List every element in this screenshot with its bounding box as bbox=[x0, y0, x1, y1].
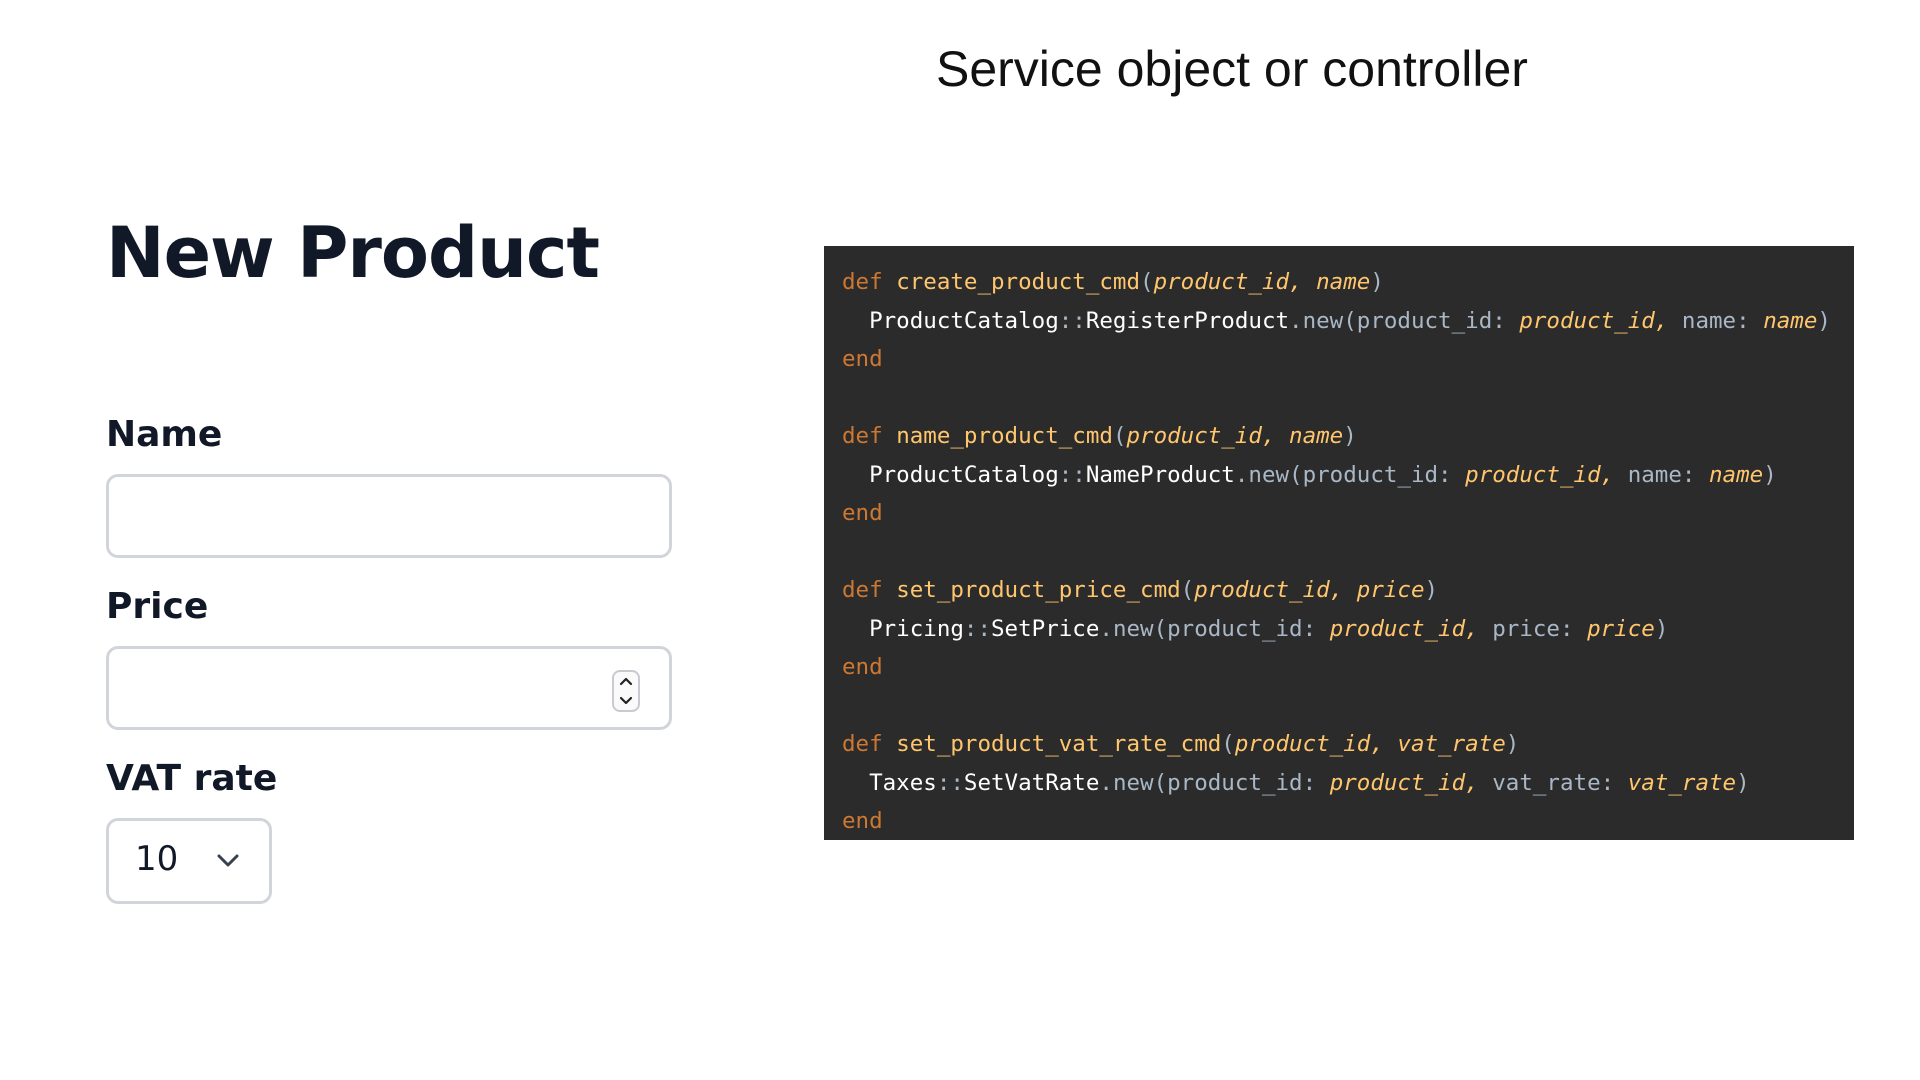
code-line: ProductCatalog::NameProduct.new(product_… bbox=[869, 461, 1777, 488]
code-line-blank bbox=[842, 379, 1854, 418]
code-line: end bbox=[842, 654, 883, 680]
code-line: Pricing::SetPrice.new(product_id: produc… bbox=[869, 615, 1669, 642]
code-line-blank bbox=[842, 533, 1854, 572]
price-label: Price bbox=[106, 586, 209, 627]
name-label: Name bbox=[106, 414, 223, 455]
price-input[interactable] bbox=[106, 646, 672, 730]
form-heading: New Product bbox=[106, 212, 600, 294]
code-line: def set_product_price_cmd(product_id, pr… bbox=[842, 577, 1439, 603]
spinner-down-button[interactable] bbox=[614, 691, 638, 710]
code-line-blank bbox=[842, 687, 1854, 726]
chevron-down-icon bbox=[619, 696, 633, 705]
vat-rate-select[interactable]: 10 bbox=[106, 818, 272, 904]
price-spinner[interactable] bbox=[612, 670, 640, 712]
spinner-up-button[interactable] bbox=[614, 672, 638, 691]
code-line: Taxes::SetVatRate.new(product_id: produc… bbox=[869, 769, 1750, 796]
code-line: def set_product_vat_rate_cmd(product_id,… bbox=[842, 731, 1520, 757]
code-line: ProductCatalog::RegisterProduct.new(prod… bbox=[869, 307, 1831, 334]
vat-rate-label: VAT rate bbox=[106, 758, 278, 799]
vat-rate-selected-value: 10 bbox=[135, 839, 179, 879]
code-line: def create_product_cmd(product_id, name) bbox=[842, 269, 1384, 295]
chevron-down-icon bbox=[217, 854, 239, 867]
code-line: end bbox=[842, 808, 883, 834]
code-line: end bbox=[842, 500, 883, 526]
code-panel: def create_product_cmd(product_id, name)… bbox=[824, 246, 1854, 840]
slide-title: Service object or controller bbox=[936, 41, 1528, 97]
code-line: end bbox=[842, 346, 883, 372]
code-line: def name_product_cmd(product_id, name) bbox=[842, 423, 1357, 449]
chevron-up-icon bbox=[619, 677, 633, 686]
name-input[interactable] bbox=[106, 474, 672, 558]
